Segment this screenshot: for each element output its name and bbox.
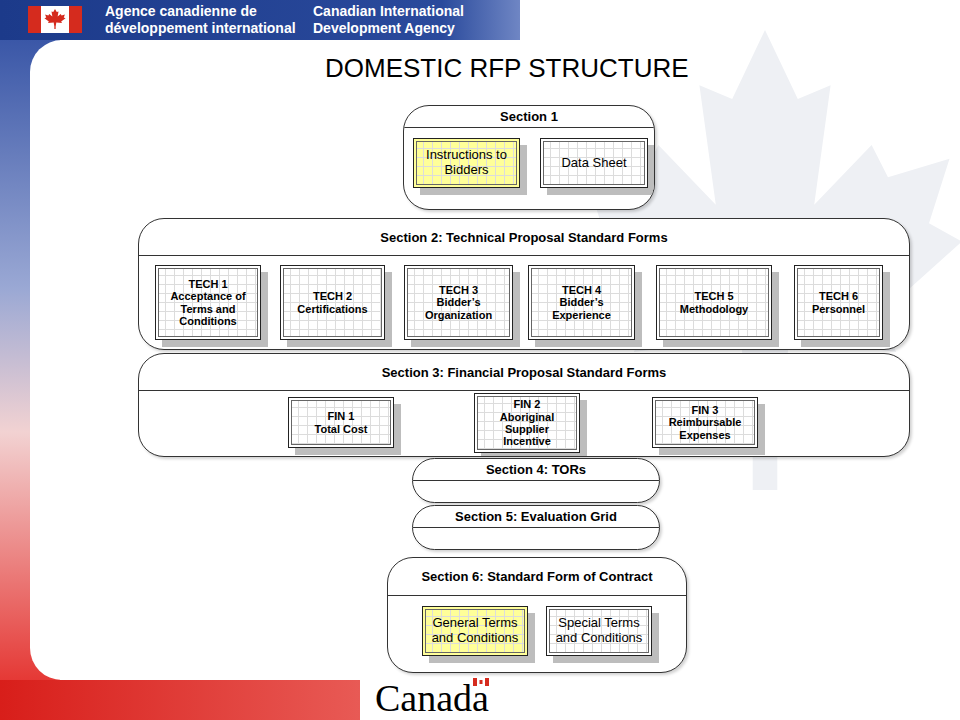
page-title: DOMESTIC RFP STRUCTURE bbox=[325, 53, 689, 83]
header-bar bbox=[0, 0, 520, 40]
section-band: Section 6: Standard Form of ContractGene… bbox=[387, 557, 687, 673]
band-header: Section 6: Standard Form of Contract bbox=[388, 558, 686, 596]
form-title: Total Cost bbox=[315, 423, 368, 435]
form-box: FIN 1Total Cost bbox=[288, 397, 394, 448]
form-code: TECH 2 bbox=[313, 290, 352, 302]
flag-field bbox=[28, 6, 82, 33]
section-band: Section 3: Financial Proposal Standard F… bbox=[138, 353, 910, 457]
section-heading: Section 5: Evaluation Grid bbox=[455, 509, 617, 524]
canada-wordmark: Canada bbox=[375, 679, 489, 717]
section-heading: Section 3: Financial Proposal Standard F… bbox=[382, 365, 667, 380]
section-band: Section 5: Evaluation Grid bbox=[412, 505, 660, 550]
band-header: Section 2: Technical Proposal Standard F… bbox=[139, 219, 909, 256]
form-code: TECH 4 bbox=[562, 284, 601, 296]
form-code: TECH 3 bbox=[439, 284, 478, 296]
form-box: Special Terms and Conditions bbox=[546, 606, 652, 656]
section-heading: Section 6: Standard Form of Contract bbox=[421, 569, 652, 584]
form-box: Data Sheet bbox=[540, 138, 648, 188]
section-band: Section 2: Technical Proposal Standard F… bbox=[138, 218, 910, 350]
form-box: Instructions to Bidders bbox=[413, 138, 520, 188]
form-box: TECH 1Acceptance of Terms and Conditions bbox=[155, 265, 261, 340]
section-heading: Section 1 bbox=[500, 109, 558, 124]
form-title: Instructions to Bidders bbox=[419, 148, 514, 178]
form-code: TECH 1 bbox=[188, 278, 227, 290]
form-box: TECH 3Bidder’s Organization bbox=[404, 265, 513, 340]
form-title: Reimbursable Expenses bbox=[658, 416, 752, 441]
form-title: Certifications bbox=[297, 303, 367, 315]
agency-name: Development Agency bbox=[313, 20, 455, 36]
band-header: Section 1 bbox=[404, 106, 654, 128]
section-heading: Section 2: Technical Proposal Standard F… bbox=[380, 230, 667, 245]
form-title: Methodology bbox=[680, 303, 748, 315]
form-code: FIN 2 bbox=[514, 398, 541, 410]
form-box: FIN 3Reimbursable Expenses bbox=[652, 397, 758, 448]
form-code: TECH 6 bbox=[819, 290, 858, 302]
form-box: TECH 6Personnel bbox=[794, 265, 883, 340]
form-code: FIN 3 bbox=[692, 404, 719, 416]
band-header: Section 4: TORs bbox=[413, 459, 659, 481]
footer-bar bbox=[0, 680, 360, 720]
form-box: TECH 2Certifications bbox=[280, 265, 385, 340]
section-heading: Section 4: TORs bbox=[486, 462, 586, 477]
form-title: Special Terms and Conditions bbox=[552, 616, 646, 646]
band-header: Section 5: Evaluation Grid bbox=[413, 506, 659, 528]
form-title: Aboriginal Supplier Incentive bbox=[480, 411, 574, 448]
form-title: Acceptance of Terms and Conditions bbox=[161, 290, 255, 327]
agency-name: développement international bbox=[105, 20, 296, 36]
form-box: FIN 2Aboriginal Supplier Incentive bbox=[474, 393, 580, 453]
section-band: Section 1 Instructions to Bidders Data She… bbox=[403, 105, 655, 210]
form-box: TECH 5Methodology bbox=[656, 265, 772, 340]
form-title: General Terms and Conditions bbox=[428, 616, 522, 646]
form-title: Bidder’s Experience bbox=[534, 296, 629, 321]
agency-name: Canadian International bbox=[313, 3, 464, 19]
form-title: Data Sheet bbox=[561, 156, 626, 171]
flag-symbol bbox=[28, 6, 82, 33]
form-code: FIN 1 bbox=[328, 410, 355, 422]
form-code: TECH 5 bbox=[694, 290, 733, 302]
form-box: TECH 4Bidder’s Experience bbox=[528, 265, 635, 340]
form-title: Personnel bbox=[812, 303, 865, 315]
band-header: Section 3: Financial Proposal Standard F… bbox=[139, 354, 909, 391]
agency-name: Agence canadienne de bbox=[105, 3, 257, 19]
form-title: Bidder’s Organization bbox=[410, 296, 507, 321]
flag-bar bbox=[28, 6, 41, 33]
form-box: General Terms and Conditions bbox=[422, 606, 528, 656]
flag-leaf bbox=[44, 9, 65, 29]
section-band: Section 4: TORs bbox=[412, 458, 660, 503]
flag-bar bbox=[69, 6, 82, 33]
